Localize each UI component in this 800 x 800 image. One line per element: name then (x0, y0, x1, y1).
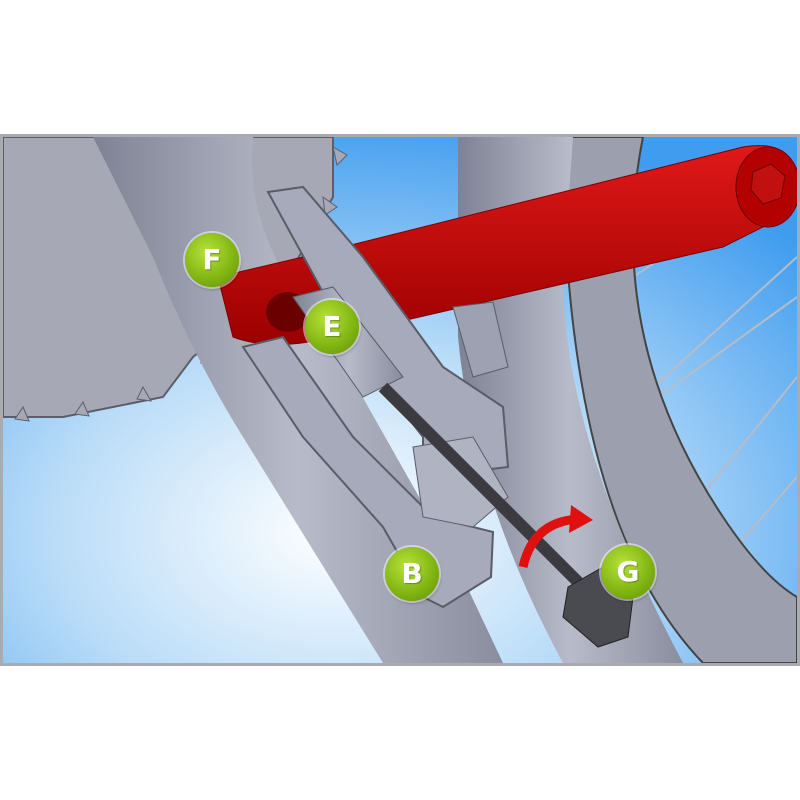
rotation-arrow (518, 514, 579, 569)
callout-E: E (305, 300, 359, 354)
callout-G: G (601, 545, 655, 599)
puller-arm-lower (241, 335, 495, 609)
puller-nut (412, 436, 509, 528)
callout-F: F (185, 233, 239, 287)
puller-jaw (452, 301, 509, 378)
illustration-frame: F E B G (0, 134, 800, 666)
threaded-rod (378, 382, 618, 622)
callout-B: B (385, 547, 439, 601)
rotation-arrow-head (569, 505, 593, 533)
